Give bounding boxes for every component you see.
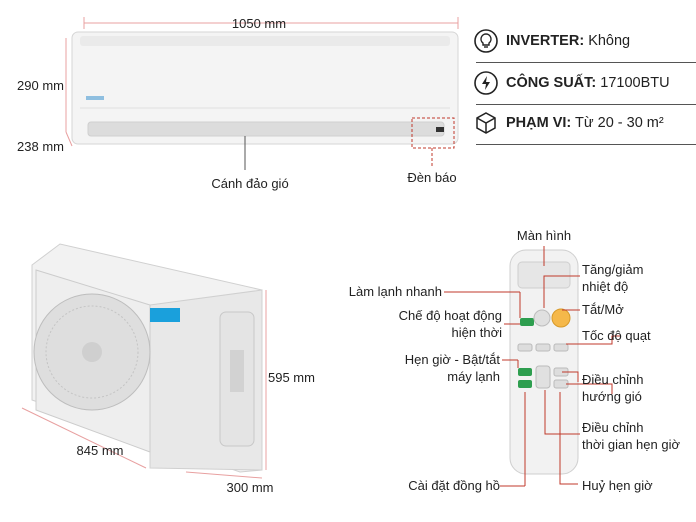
spec-inverter: INVERTER: Không bbox=[472, 24, 696, 58]
temp-label-line1: Tăng/giảm bbox=[582, 262, 644, 277]
brand-logo bbox=[86, 96, 104, 100]
spec-divider bbox=[476, 104, 696, 105]
indicator-light-label: Đèn báo bbox=[407, 170, 457, 185]
remote-callouts bbox=[444, 246, 620, 487]
outdoor-height-label: 595 mm bbox=[268, 370, 315, 385]
outdoor-depth-label: 300 mm bbox=[226, 480, 274, 495]
remote-screen-label: Màn hình bbox=[516, 228, 572, 243]
power-button-shape bbox=[551, 308, 571, 328]
louver-label: Cánh đảo gió bbox=[211, 176, 289, 191]
fan-speed-label: Tốc độ quạt bbox=[582, 328, 651, 343]
powerful-mode-label: Làm lạnh nhanh bbox=[348, 284, 442, 299]
timer-adjust-label-line1: Điều chỉnh bbox=[582, 420, 644, 435]
lightbulb-icon bbox=[474, 29, 498, 53]
outdoor-width-label: 845 mm bbox=[76, 443, 124, 458]
power-label: Tắt/Mở bbox=[582, 302, 624, 317]
timer-label-line1: Hẹn giờ - Bật/tắt bbox=[404, 352, 500, 367]
spec-divider bbox=[476, 62, 696, 63]
outdoor-brand-logo bbox=[150, 308, 180, 322]
indicator-light bbox=[436, 127, 444, 132]
spec-key: CÔNG SUẤT: bbox=[506, 75, 597, 91]
outdoor-dimensions bbox=[21, 290, 267, 479]
spec-key: PHẠM VI: bbox=[506, 115, 572, 131]
indoor-width-label: 1050 mm bbox=[231, 16, 287, 31]
indoor-height-label: 290 mm bbox=[17, 78, 64, 93]
spec-value: Không bbox=[588, 33, 631, 49]
swing-label-line2: hướng gió bbox=[582, 389, 642, 404]
cancel-timer-label: Huỷ hẹn giờ bbox=[582, 478, 653, 493]
indoor-dimensions bbox=[65, 17, 459, 147]
temp-label-line2: nhiệt độ bbox=[582, 279, 629, 294]
swing-label-line1: Điều chỉnh bbox=[582, 372, 644, 387]
timer-label-line2: máy lạnh bbox=[447, 369, 500, 384]
louver bbox=[87, 121, 445, 137]
indoor-depth-label: 238 mm bbox=[17, 139, 64, 154]
clock-setting-label: Cài đặt đồng hồ bbox=[408, 478, 500, 493]
spec-range: PHẠM VI: Từ 20 - 30 m² bbox=[472, 106, 696, 140]
timer-adjust-label-line2: thời gian hẹn giờ bbox=[582, 437, 681, 452]
spec-divider bbox=[476, 144, 696, 145]
mode-label-line2: hiện thời bbox=[451, 325, 502, 340]
mode-label-line1: Chế độ hoạt động bbox=[398, 308, 502, 323]
outdoor-unit bbox=[31, 243, 263, 473]
spec-value: 17100BTU bbox=[600, 75, 670, 91]
spec-key: INVERTER: bbox=[506, 33, 585, 49]
lightning-icon bbox=[474, 71, 498, 95]
spec-value: Từ 20 - 30 m² bbox=[575, 115, 664, 131]
indoor-unit bbox=[71, 31, 459, 145]
cube-icon bbox=[476, 112, 496, 134]
spec-capacity: CÔNG SUẤT: 17100BTU bbox=[472, 66, 696, 100]
